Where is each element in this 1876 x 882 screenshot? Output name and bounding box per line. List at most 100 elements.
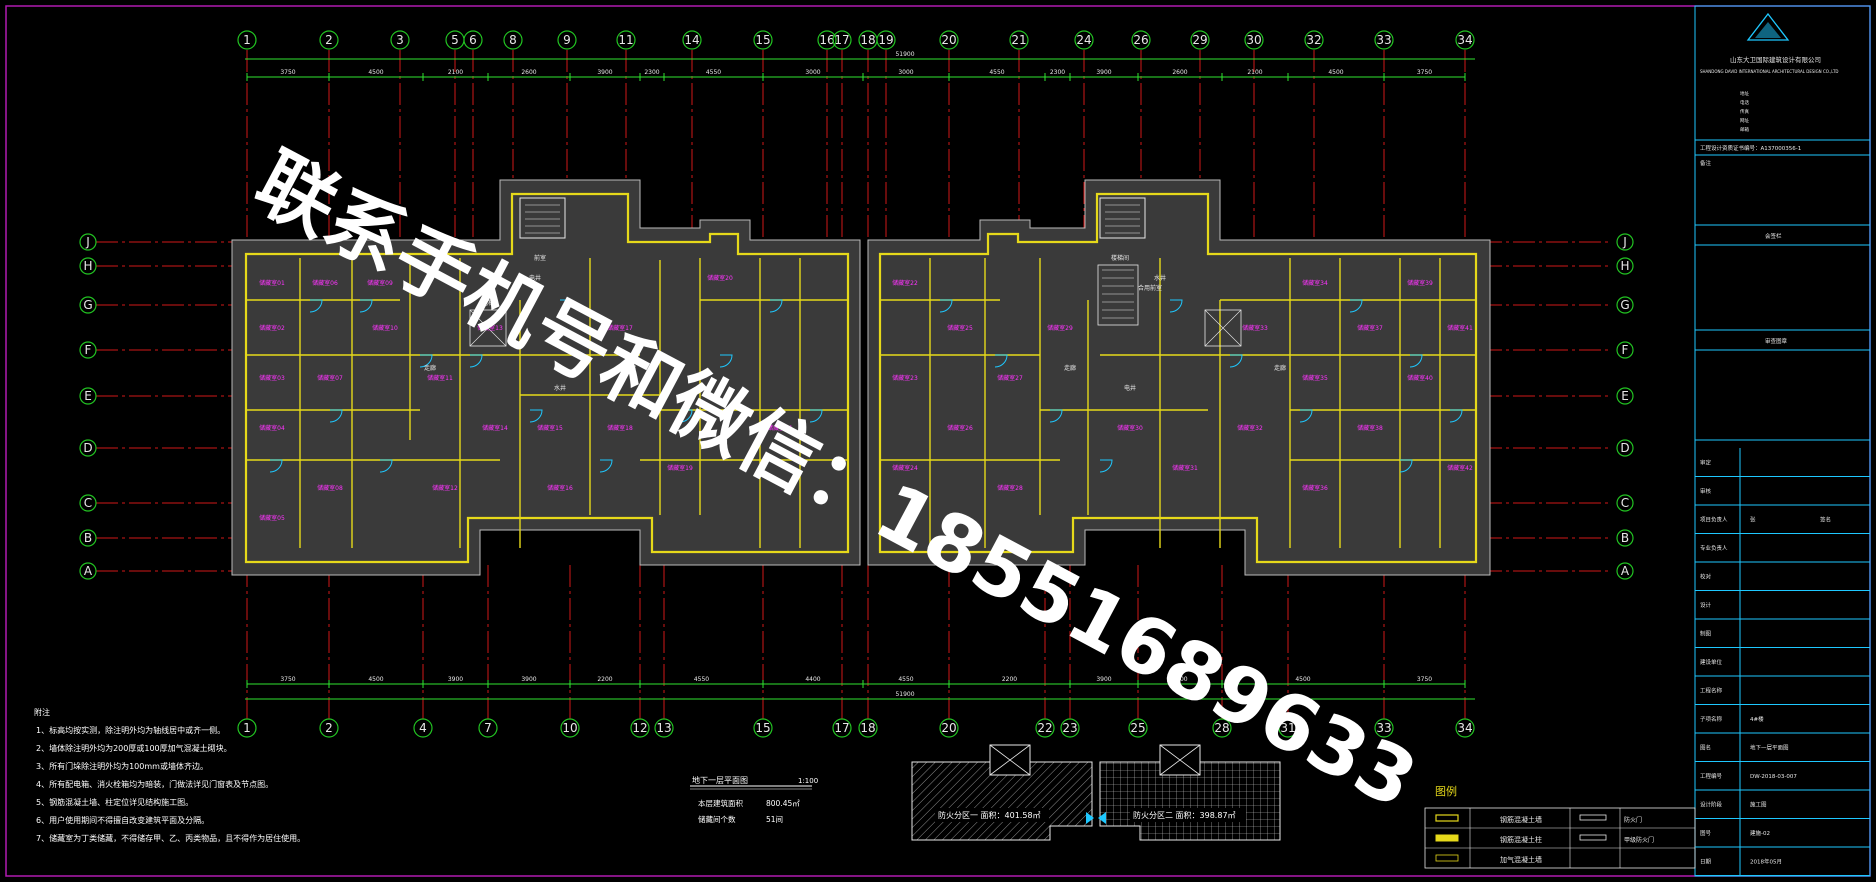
note-item: 7、储藏室为丁类储藏，不得储存甲、乙、丙类物品，且不得作为居住使用。 <box>36 833 305 843</box>
grid-bubble-top <box>1190 30 1210 50</box>
title-block-value: 2018年05月 <box>1750 857 1782 865</box>
grid-label: 33 <box>1376 33 1391 47</box>
dim-label: 4500 <box>1328 69 1343 76</box>
dim-label: 3750 <box>280 69 295 76</box>
top-total-dim: 51900 <box>895 51 914 58</box>
grid-label: 1 <box>243 33 251 47</box>
grid-label: 18 <box>860 721 875 735</box>
grid-label: D <box>1620 441 1629 455</box>
grid-bubble-top <box>1131 30 1151 50</box>
room-label: 储藏室17 <box>607 324 633 332</box>
title-block-key: 子项名称 <box>1700 715 1723 723</box>
grid-bubble-top <box>1244 30 1264 50</box>
grid-bubble-top <box>832 30 852 50</box>
legend-item: 甲级防火门 <box>1624 836 1654 844</box>
note-item: 5、钢筋混凝土墙、柱定位详见结构施工图。 <box>36 797 193 807</box>
dim-label: 4500 <box>368 676 383 683</box>
building-plan: 储藏室01储藏室02储藏室03储藏室04储藏室05储藏室06储藏室07储藏室08… <box>231 179 1491 576</box>
dim-label: 2300 <box>1050 69 1065 76</box>
axis-lines <box>96 50 1610 720</box>
grid-bubble-row <box>79 233 97 251</box>
title-block-key: 专业负责人 <box>1700 544 1728 552</box>
notes-label: 备注 <box>1700 159 1712 167</box>
dim-label: 2100 <box>448 69 463 76</box>
right-wing-slab <box>868 180 1490 575</box>
grid-bubble-bottom <box>753 718 773 738</box>
title-block-key: 校对 <box>1700 572 1712 580</box>
grid-label: D <box>83 441 92 455</box>
title-block-key: 审定 <box>1700 458 1712 466</box>
corridor-label: 走廊 <box>624 364 636 372</box>
grid-bubble-row <box>79 387 97 405</box>
grid-label: C <box>84 496 92 510</box>
area-label: 本层建筑面积 <box>698 798 743 808</box>
grid-label: 34 <box>1457 721 1472 735</box>
contact-label: 邮箱 <box>1740 126 1749 133</box>
grid-bubble-top <box>319 30 339 50</box>
title-block-key: 日期 <box>1700 858 1712 865</box>
title-block-value: 4#楼 <box>1750 715 1764 723</box>
grid-bubble-top <box>1304 30 1324 50</box>
room-label: 储藏室38 <box>1357 424 1383 432</box>
grid-bubble-bottom <box>832 718 852 738</box>
cert-number: 工程设计资质证书编号：A137000356-1 <box>1700 144 1801 152</box>
grid-bubble-top <box>682 30 702 50</box>
grid-label: G <box>83 298 92 312</box>
grid-bubble-row <box>1616 562 1634 580</box>
grid-label: 9 <box>563 33 571 47</box>
grid-label: F <box>1622 343 1629 357</box>
legend-swatch-class-a-door <box>1579 834 1607 841</box>
grid-bubble-top <box>876 30 896 50</box>
title-block: 山东大卫国际建筑设计有限公司 SHANDONG DAVID INTERNATIO… <box>1695 12 1870 876</box>
title-block-value: DW-2018-03-007 <box>1750 774 1797 780</box>
corridor-label: 电梯 <box>482 299 494 307</box>
note-item: 1、标高均按实测，除注明外均为轴线居中或齐一侧。 <box>36 725 225 735</box>
title-block-key: 审核 <box>1700 487 1712 495</box>
grid-bubble-top <box>390 30 410 50</box>
grid-label: 32 <box>1306 33 1321 47</box>
title-block-key: 工程名称 <box>1700 686 1723 694</box>
grid-label: C <box>1621 496 1629 510</box>
room-label: 储藏室33 <box>1242 324 1268 332</box>
dim-label: 3900 <box>1172 676 1187 683</box>
grid-bubble-top <box>1455 30 1475 50</box>
corridor-label: 电井 <box>529 274 541 282</box>
notes-list: 1、标高均按实测，除注明外均为轴线居中或齐一侧。 2、墙体除注明外均为200厚或1… <box>36 725 305 843</box>
room-label: 储藏室26 <box>947 424 973 432</box>
right-wing-outline <box>867 179 1491 576</box>
contact-label: 电话 <box>1740 99 1749 106</box>
room-label: 储藏室08 <box>317 484 343 492</box>
room-label: 储藏室13 <box>477 324 503 332</box>
room-labels: 储藏室01储藏室02储藏室03储藏室04储藏室05储藏室06储藏室07储藏室08… <box>259 274 1473 522</box>
company-logo-icon <box>1755 22 1781 38</box>
fire-zone-1-label: 防火分区一 面积：401.58㎡ <box>938 810 1041 820</box>
grid-bubble-bottom <box>1128 718 1148 738</box>
left-wing-slab <box>232 180 860 575</box>
title-block-value: 施工图 <box>1750 800 1767 808</box>
room-label: 储藏室29 <box>1047 324 1073 332</box>
room-label: 储藏室37 <box>1357 324 1383 332</box>
grid-label: 28 <box>1214 721 1229 735</box>
grid-label: 17 <box>834 33 849 47</box>
title-block-key: 设计 <box>1700 601 1712 609</box>
grid-bubble-bottom <box>478 718 498 738</box>
grid-bubble-row <box>1616 439 1634 457</box>
dim-label: 3900 <box>521 676 536 683</box>
contact-label: 网址 <box>1740 117 1749 124</box>
dim-label: 3750 <box>1417 676 1432 683</box>
legend-title: 图例 <box>1435 784 1457 798</box>
grid-label: E <box>84 389 92 403</box>
stair-left <box>519 197 566 239</box>
room-label: 储藏室22 <box>892 279 918 287</box>
grid-label: 12 <box>632 721 647 735</box>
note-item: 2、墙体除注明外均为200厚或100厚加气混凝土砌块。 <box>36 743 232 753</box>
corridor-label: 合用前室 <box>1138 284 1162 292</box>
legend: 图例 钢筋混凝土墙 钢筋混凝土柱 加气混凝土墙 防火门 甲级防火门 <box>1424 784 1696 869</box>
corridor-label: 走廊 <box>1274 364 1286 372</box>
room-label: 储藏室19 <box>667 464 693 472</box>
grid-bubble-bottom <box>413 718 433 738</box>
grid-label: 4 <box>419 721 427 735</box>
dim-label: 3000 <box>898 69 913 76</box>
grid-label: 22 <box>1037 721 1052 735</box>
